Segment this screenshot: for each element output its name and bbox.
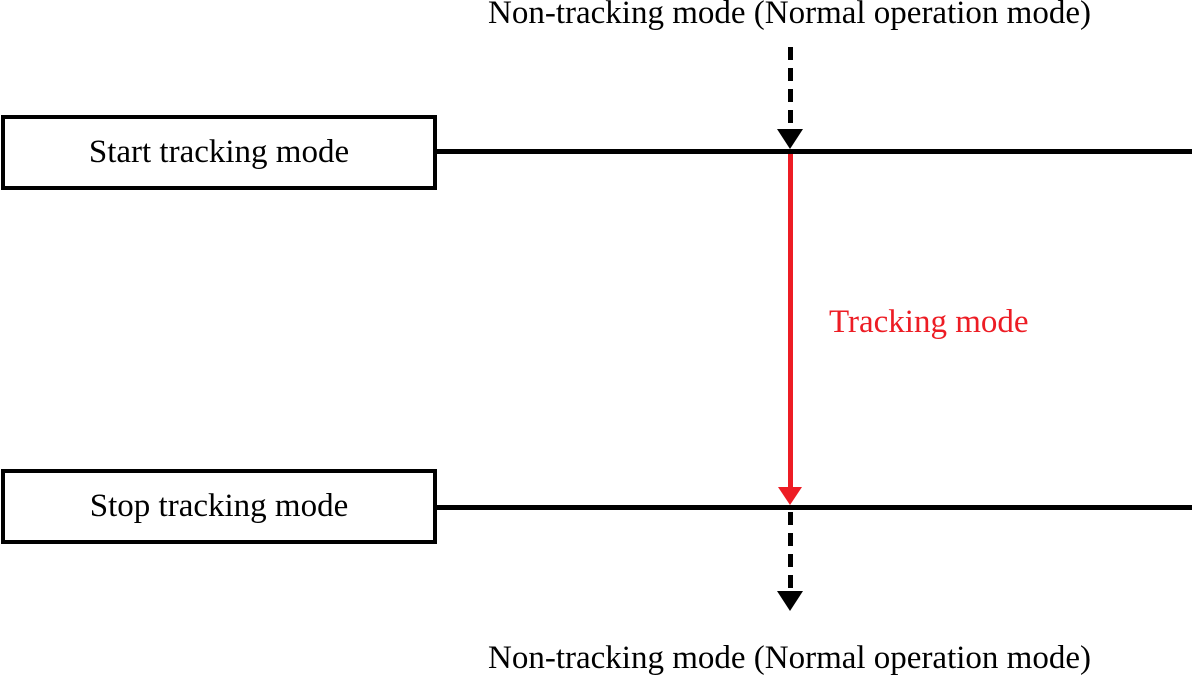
stop-tracking-label: Stop tracking mode xyxy=(89,488,349,524)
arrowhead-down-icon xyxy=(777,591,803,611)
tracking-mode-label: Tracking mode xyxy=(829,304,1029,340)
top-dashed-line xyxy=(788,47,793,127)
lower-timeline xyxy=(437,505,1192,510)
start-tracking-label: Start tracking mode xyxy=(88,134,350,170)
start-tracking-box: Start tracking mode xyxy=(1,115,437,190)
stop-tracking-box: Stop tracking mode xyxy=(1,469,437,544)
red-arrowhead-down-icon xyxy=(778,487,802,505)
arrowhead-down-icon xyxy=(777,129,803,149)
tracking-arrow-line xyxy=(788,154,793,487)
top-nontracking-label: Non-tracking mode (Normal operation mode… xyxy=(488,0,1091,31)
bottom-dashed-line xyxy=(788,512,793,590)
upper-timeline xyxy=(437,149,1192,154)
bottom-nontracking-label: Non-tracking mode (Normal operation mode… xyxy=(488,640,1091,676)
